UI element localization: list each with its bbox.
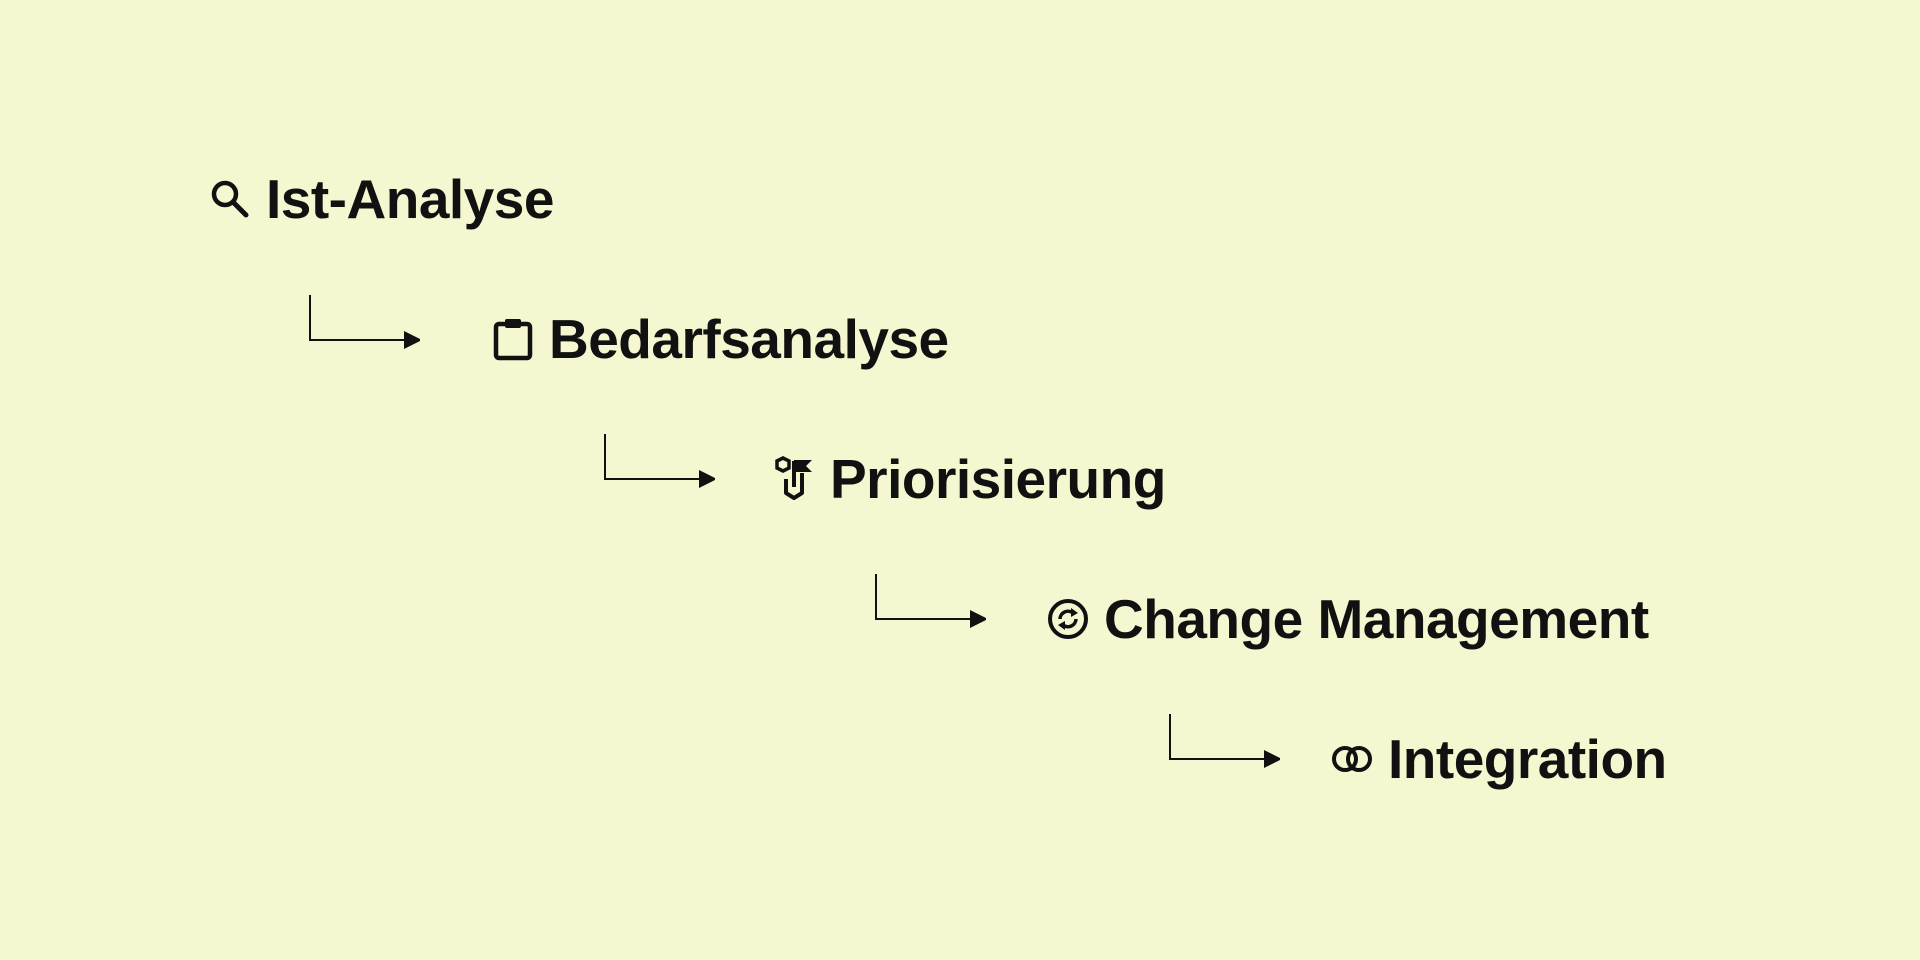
step-ist-analyse: Ist-Analyse <box>206 164 554 234</box>
step-label: Ist-Analyse <box>266 167 554 230</box>
connector-arrow <box>875 574 986 628</box>
priority-flag-icon <box>770 455 818 503</box>
connector-arrow <box>1169 714 1280 768</box>
step-label: Change Management <box>1104 587 1649 650</box>
connector-arrow <box>309 295 420 349</box>
step-priorisierung: Priorisierung <box>770 444 1166 514</box>
cycle-arrows-icon <box>1044 595 1092 643</box>
step-label: Priorisierung <box>830 447 1166 510</box>
step-label: Integration <box>1388 727 1667 790</box>
connector-arrow <box>604 434 715 488</box>
step-change-management: Change Management <box>1044 584 1649 654</box>
step-bedarfsanalyse: Bedarfsanalyse <box>489 304 949 374</box>
step-integration: Integration <box>1328 724 1667 794</box>
step-label: Bedarfsanalyse <box>549 307 949 370</box>
clipboard-icon <box>489 315 537 363</box>
interlocking-rings-icon <box>1328 735 1376 783</box>
magnifier-search-icon <box>206 175 254 223</box>
